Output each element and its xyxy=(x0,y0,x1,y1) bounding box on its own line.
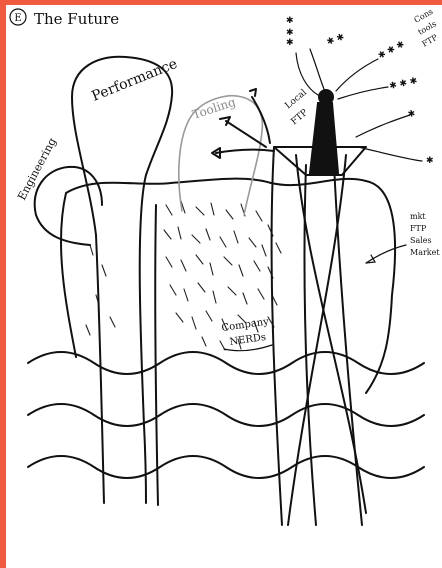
svg-text:✱: ✱ xyxy=(286,38,294,48)
company-left-stroke xyxy=(155,205,158,505)
svg-text:NERDs: NERDs xyxy=(229,332,267,348)
svg-text:✱: ✱ xyxy=(407,109,416,120)
wave-lines xyxy=(28,352,424,478)
page-title: The Future xyxy=(34,10,119,28)
company-mass-outline xyxy=(61,179,395,393)
right-side-note: mkt FTP Sales Market xyxy=(366,212,440,263)
svg-text:FTP: FTP xyxy=(410,224,427,233)
svg-text:✱ ✱: ✱ ✱ xyxy=(326,32,346,48)
local-ftp-label: Local FTP xyxy=(284,53,318,127)
svg-text:✱ ✱ ✱: ✱ ✱ ✱ xyxy=(389,76,419,92)
svg-text:✱: ✱ xyxy=(286,28,294,38)
svg-text:✱ ✱ ✱: ✱ ✱ ✱ xyxy=(377,40,407,62)
star-rays: ✱✱✱ ✱ ✱ ✱ ✱ ✱ ✱ ✱ ✱ ✱ ✱ xyxy=(286,16,434,166)
svg-text:✱: ✱ xyxy=(286,16,294,26)
page-number-text: E xyxy=(14,13,21,24)
svg-text:FTP: FTP xyxy=(290,108,310,127)
svg-text:mkt: mkt xyxy=(410,212,426,221)
svg-text:Local: Local xyxy=(284,88,309,112)
page-number-mark: E xyxy=(10,9,26,25)
svg-text:Market: Market xyxy=(410,248,440,257)
svg-text:✱: ✱ xyxy=(426,156,434,166)
svg-text:Sales: Sales xyxy=(410,236,432,245)
company-label: Company NERDs xyxy=(221,316,272,350)
svg-text:Company: Company xyxy=(221,316,270,334)
sketch-paper: E The Future Perf xyxy=(6,5,442,568)
ftp-tower xyxy=(272,89,366,525)
label-performance: Performance xyxy=(90,56,180,105)
top-right-note: Cons tools FTP xyxy=(413,7,440,49)
future-sketch-diagram: E The Future Perf xyxy=(6,5,442,568)
